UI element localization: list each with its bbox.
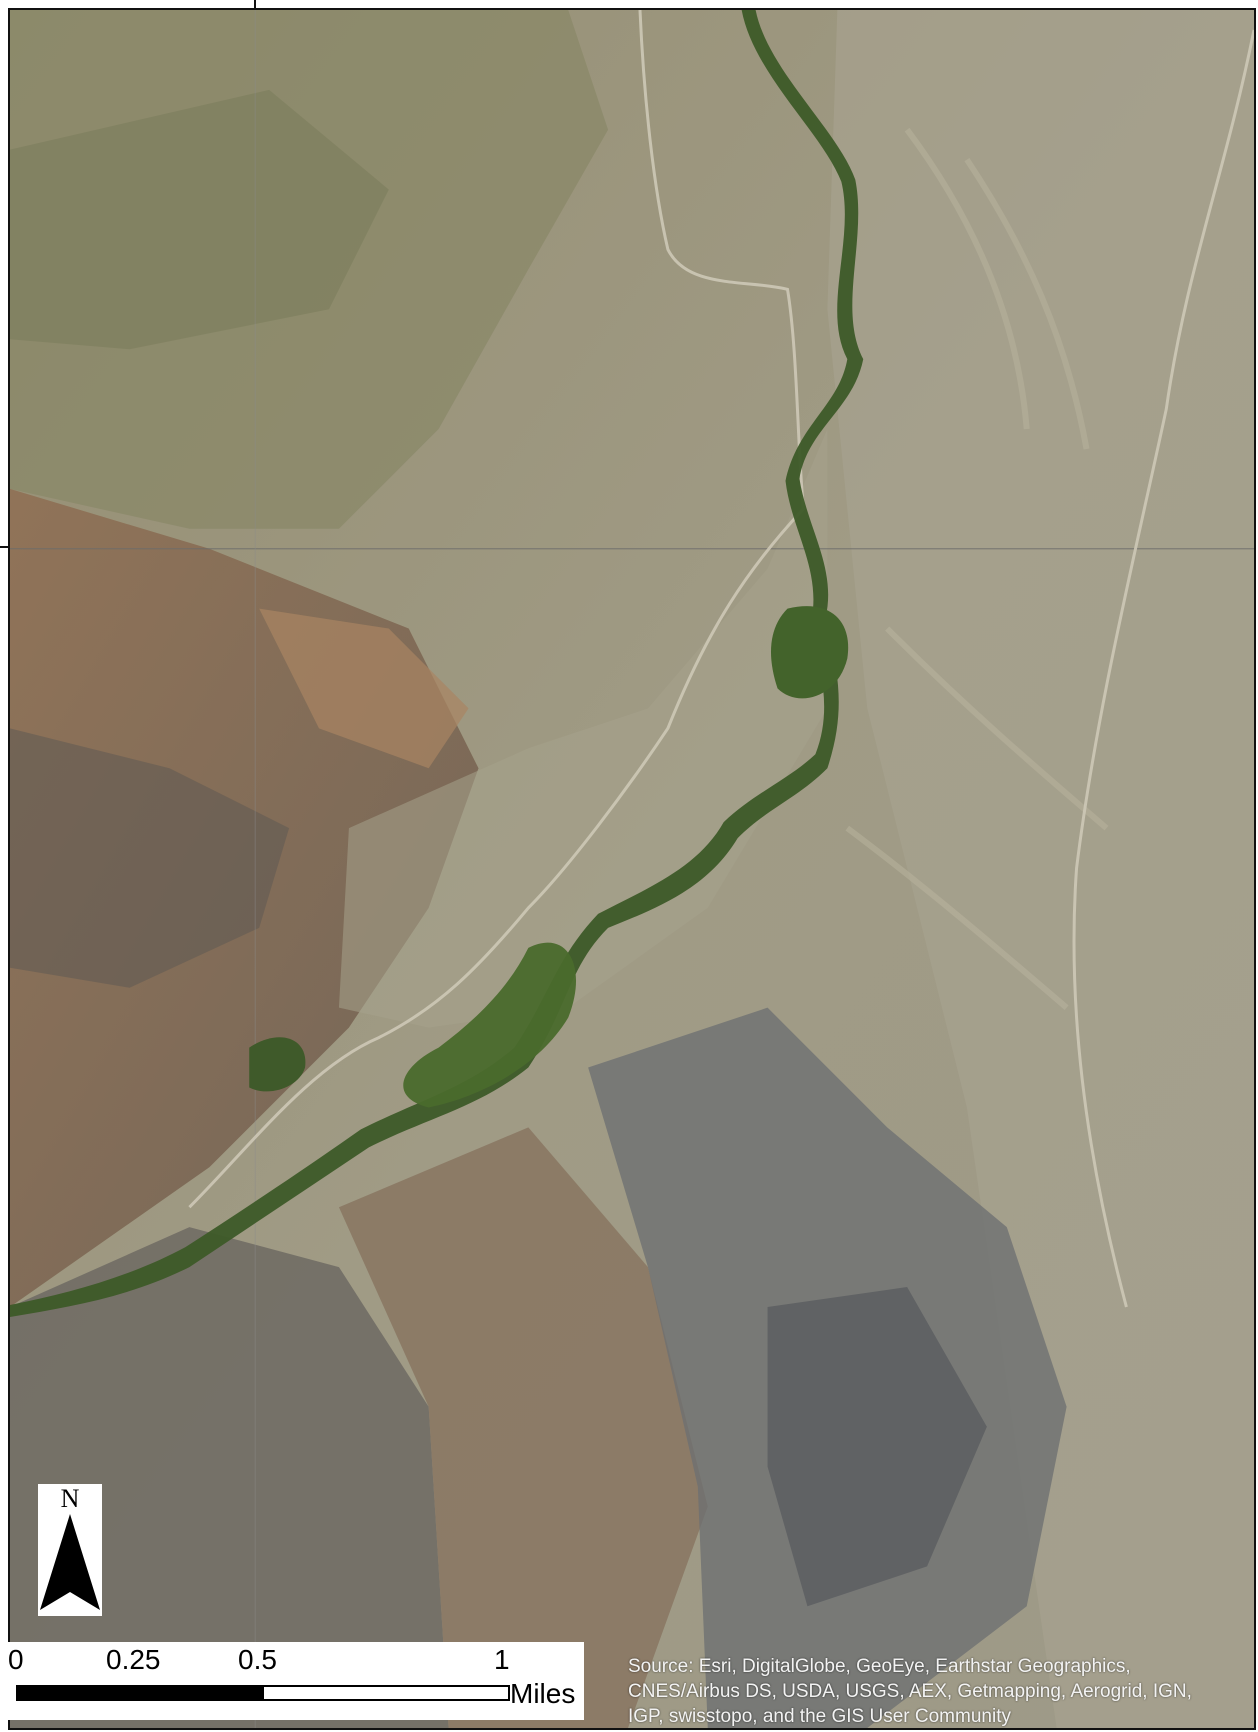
satellite-imagery: [10, 10, 1254, 1728]
north-arrow: N: [38, 1484, 102, 1616]
scale-bar: 0 0.25 0.5 1 Miles: [8, 1642, 584, 1720]
scale-label-0-25: 0.25: [106, 1644, 161, 1675]
scale-bar-graphic: [16, 1685, 510, 1701]
source-attribution: Source: Esri, DigitalGlobe, GeoEye, Eart…: [628, 1656, 1192, 1727]
frame-tick-left: [0, 546, 10, 548]
scale-label-0: 0: [8, 1644, 24, 1675]
scale-unit: Miles: [510, 1678, 576, 1709]
north-arrow-icon: [40, 1514, 100, 1610]
scale-label-1: 1: [494, 1644, 510, 1675]
map-frame: [8, 8, 1256, 1730]
scale-label-0-5: 0.5: [238, 1644, 277, 1675]
frame-tick-top: [254, 0, 256, 10]
north-arrow-letter: N: [60, 1484, 80, 1513]
